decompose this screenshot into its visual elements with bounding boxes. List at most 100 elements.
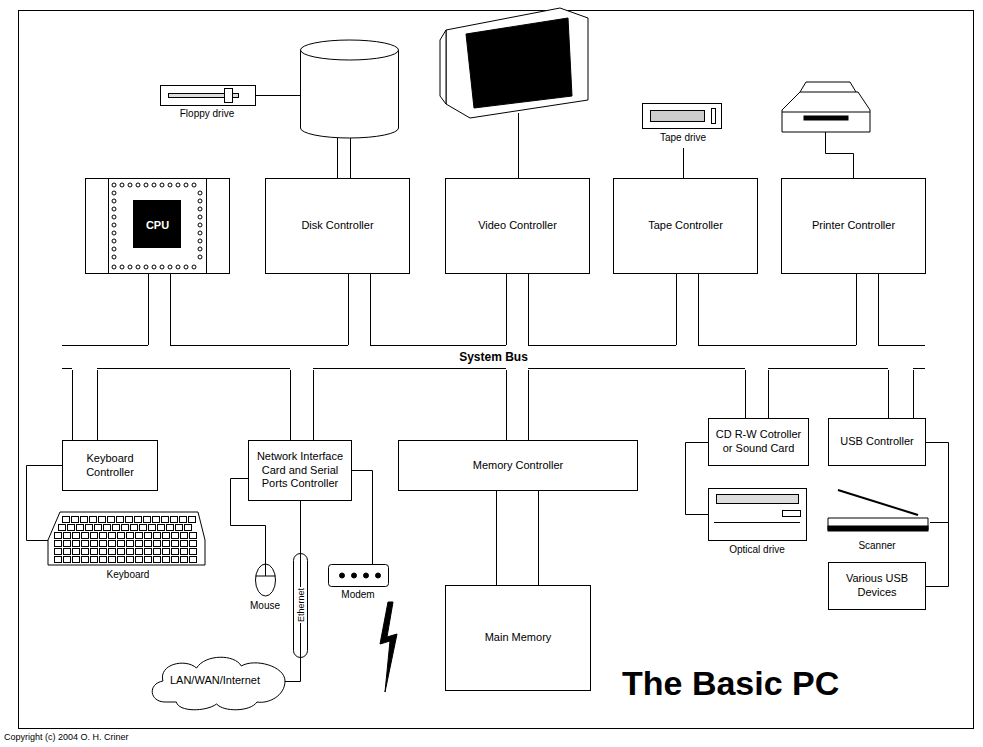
connector-line — [506, 274, 507, 345]
connector-line — [72, 370, 73, 440]
key — [172, 549, 179, 555]
key — [136, 533, 143, 539]
node-label: LAN/WAN/Internet — [170, 674, 260, 688]
modem-icon — [329, 565, 389, 587]
key — [180, 517, 187, 523]
key — [91, 533, 98, 539]
node-label: Various USB Devices — [833, 572, 921, 600]
cpu-pin — [184, 265, 188, 269]
connector-line — [528, 274, 529, 345]
mouse-icon — [256, 564, 276, 596]
key — [172, 557, 179, 563]
cpu-pin — [160, 265, 164, 269]
node-text-group: Disk Controller — [301, 219, 373, 233]
cable-label: Ethernet — [296, 587, 306, 623]
connector-line — [170, 274, 171, 345]
hard-disk-icon — [301, 40, 399, 178]
controller-box: Network Interface Card and Serial Ports … — [248, 440, 352, 501]
key — [127, 541, 134, 547]
tape-drive-icon — [683, 148, 684, 178]
controller-box: CD R-W Cotroller or Sound Card — [708, 418, 809, 466]
bus-connector — [889, 370, 914, 418]
bus-lines — [528, 368, 745, 369]
bus-lines — [878, 345, 925, 346]
cpu-chip — [109, 178, 207, 274]
key — [109, 557, 116, 563]
bus-lines — [768, 368, 888, 369]
cpu-pin — [112, 215, 116, 219]
connector-line — [768, 370, 769, 418]
device-label: Optical drive — [729, 544, 785, 556]
cpu-pin — [136, 265, 140, 269]
bus-lines — [528, 345, 676, 346]
device-label: Mouse — [250, 600, 280, 612]
key — [91, 549, 98, 555]
controller-box: Video Controller — [445, 178, 590, 274]
key — [145, 533, 152, 539]
optical-drive-icon — [717, 495, 799, 504]
key — [95, 525, 102, 531]
cpu-pin — [112, 231, 116, 235]
tape-drive-icon — [643, 104, 722, 179]
optical-drive-icon — [709, 489, 807, 541]
key — [82, 533, 89, 539]
connector-line — [348, 274, 349, 345]
bus-connector — [349, 274, 371, 345]
key — [113, 525, 120, 531]
key — [163, 557, 170, 563]
memory-box: Main Memory — [445, 585, 591, 691]
tape-drive-icon — [712, 109, 716, 124]
connector-line — [313, 370, 314, 440]
key — [55, 549, 62, 555]
keyboard-icon — [48, 512, 205, 565]
modem-icon — [340, 573, 345, 578]
key — [72, 517, 79, 523]
optical-drive-icon — [686, 443, 709, 515]
node-label: Printer Controller — [812, 219, 895, 233]
connector-line — [97, 370, 98, 440]
node-text-group: Memory Controller — [473, 459, 563, 473]
node-text-group: Network Interface Card and Serial Ports … — [253, 450, 347, 491]
key — [64, 533, 71, 539]
scanner-icon — [828, 490, 949, 531]
key — [163, 533, 170, 539]
key — [86, 525, 93, 531]
connector-line — [528, 370, 529, 440]
cloud-shape — [152, 657, 285, 710]
key — [109, 541, 116, 547]
key — [68, 525, 75, 531]
cpu-pin — [176, 183, 180, 187]
cpu-pin — [112, 191, 116, 195]
key — [109, 533, 116, 539]
cpu-pin — [112, 223, 116, 227]
cpu-pin — [198, 207, 202, 211]
node-text-group: CPU — [146, 219, 169, 233]
controller-box: Memory Controller — [398, 440, 638, 491]
connector-line — [496, 491, 497, 585]
connector-line — [888, 370, 889, 418]
modem-icon — [364, 573, 369, 578]
key — [117, 517, 124, 523]
connector-line — [538, 491, 539, 585]
key — [118, 541, 125, 547]
bus-lines — [62, 345, 148, 346]
cpu-pin — [168, 183, 172, 187]
key — [64, 541, 71, 547]
bus-lines — [97, 368, 290, 369]
bus-lines — [313, 368, 506, 369]
cpu-pin — [198, 215, 202, 219]
connector-line — [676, 274, 677, 345]
cpu-pin — [144, 265, 148, 269]
node-label: Video Controller — [478, 219, 557, 233]
cpu-pin — [112, 239, 116, 243]
copyright-note: Copyright (c) 2004 O. H. Criner — [4, 732, 129, 743]
node-label: CPU — [146, 219, 169, 233]
key — [172, 541, 179, 547]
cpu-pin — [198, 247, 202, 251]
key — [136, 541, 143, 547]
key — [91, 557, 98, 563]
cpu-pin — [152, 265, 156, 269]
node-label: Memory Controller — [473, 459, 563, 473]
cpu-pin — [198, 199, 202, 203]
device-box: Various USB Devices — [828, 562, 926, 610]
